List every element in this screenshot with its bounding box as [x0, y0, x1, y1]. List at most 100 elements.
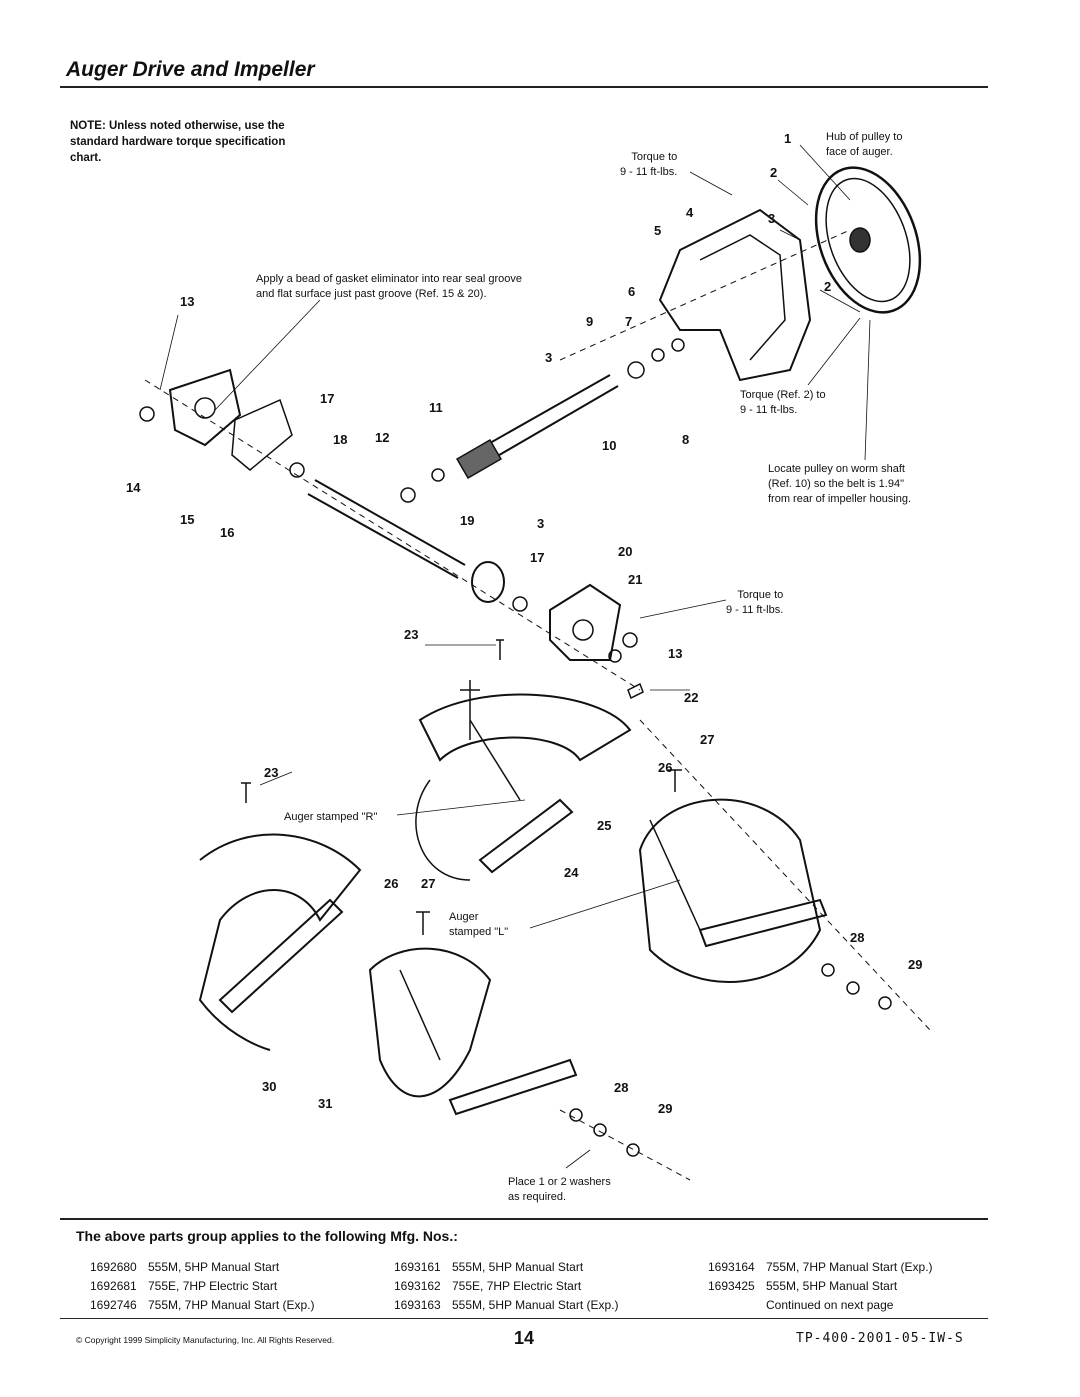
part-label: 3 [545, 350, 553, 365]
mfg-row: 1692681 755E, 7HP Electric Start [90, 1277, 315, 1296]
footer-rule [60, 1318, 988, 1319]
mfg-number: 1693163 [394, 1298, 441, 1312]
mfg-description: 555M, 5HP Manual Start [452, 1260, 584, 1274]
part-label: 29 [658, 1101, 673, 1116]
part-label: 23 [404, 627, 419, 642]
part-label: 29 [908, 957, 923, 972]
part-label: 6 [628, 284, 636, 299]
auger-left-saw [198, 833, 362, 1051]
page-number: 14 [514, 1328, 535, 1348]
mfg-number: 1692681 [90, 1279, 137, 1293]
document-id: TP-400-2001-05-IW-S [796, 1331, 964, 1346]
gasket-callout: Apply a bead of gasket eliminator into r… [256, 273, 522, 300]
mfg-description: 555M, 5HP Manual Start (Exp.) [452, 1298, 619, 1312]
torque-callout-top: Torque to 9 - 11 ft-lbs. [620, 151, 678, 178]
mfg-description: 755E, 7HP Electric Start [148, 1279, 278, 1293]
mfg-number: 1692680 [90, 1260, 137, 1274]
torque-callout-mid: Torque to 9 - 11 ft-lbs. [726, 589, 784, 616]
part-label: 30 [262, 1079, 277, 1094]
washers-callout: Place 1 or 2 washers as required. [508, 1176, 611, 1203]
auger-shaft [307, 479, 466, 579]
part-label: 28 [614, 1080, 629, 1095]
part-label: 2 [770, 165, 778, 180]
mfg-description: 755E, 7HP Electric Start [452, 1279, 582, 1293]
part-label: 19 [460, 513, 475, 528]
part-label: 24 [564, 865, 579, 880]
torque-ref2-callout: Torque (Ref. 2) to 9 - 11 ft-lbs. [740, 389, 826, 416]
auger-right-paddle [638, 798, 822, 984]
part-label: 3 [537, 516, 545, 531]
mfg-number: 1693425 [708, 1279, 755, 1293]
gear-case-right [549, 583, 622, 661]
locate-pulley-callout: Locate pulley on worm shaft (Ref. 10) so… [768, 463, 912, 505]
part-label: 25 [597, 818, 612, 833]
title-rule [60, 86, 988, 88]
mfg-row: 1693164 755M, 7HP Manual Start (Exp.) [708, 1258, 933, 1277]
auger-l-callout: Auger stamped "L" [449, 911, 509, 938]
part-label: 26 [384, 876, 399, 891]
part-label: 3 [768, 211, 776, 226]
part-label: 26 [658, 760, 673, 775]
mfg-column-2: 1693161 555M, 5HP Manual Start 1693162 755… [394, 1258, 619, 1315]
pulley [814, 166, 922, 314]
part-label: 10 [602, 438, 617, 453]
part-label: 8 [682, 432, 690, 447]
part-label: 11 [429, 400, 443, 415]
part-label: 2 [824, 279, 832, 294]
applies-heading: The above parts group applies to the fol… [76, 1228, 458, 1244]
part-label: 31 [318, 1096, 333, 1111]
part-label: 21 [628, 572, 643, 587]
part-label: 7 [625, 314, 633, 329]
impeller [658, 208, 812, 382]
mfg-row: 1692680 555M, 5HP Manual Start [90, 1258, 315, 1277]
part-label: 5 [654, 223, 662, 238]
part-label: 13 [668, 646, 683, 661]
mfg-column-3: 1693164 755M, 7HP Manual Start (Exp.) 169… [708, 1258, 933, 1315]
mfg-number: 1693164 [708, 1260, 755, 1274]
mfg-number: 1693161 [394, 1260, 441, 1274]
mfg-number [708, 1296, 766, 1315]
mfg-column-1: 1692680 555M, 5HP Manual Start 1692681 755… [90, 1258, 315, 1315]
mfg-row: 1693425 555M, 5HP Manual Start [708, 1277, 933, 1296]
part-label: 12 [375, 430, 390, 445]
mfg-row: Continued on next page [708, 1296, 933, 1315]
part-label: 22 [684, 690, 699, 705]
part-label: 14 [126, 480, 141, 495]
mfg-description: 755M, 7HP Manual Start (Exp.) [148, 1298, 315, 1312]
worm-gear [471, 561, 505, 603]
part-label: 15 [180, 512, 195, 527]
part-label: 28 [850, 930, 865, 945]
mfg-row: 1692746 755M, 7HP Manual Start (Exp.) [90, 1296, 315, 1315]
mfg-number: 1692746 [90, 1298, 137, 1312]
mfg-row: 1693162 755E, 7HP Electric Start [394, 1277, 619, 1296]
part-label: 27 [700, 732, 715, 747]
part-label: 13 [180, 294, 195, 309]
part-label: 1 [784, 131, 792, 146]
mfg-number: 1693162 [394, 1279, 441, 1293]
part-label: 16 [220, 525, 235, 540]
copyright-text: © Copyright 1999 Simplicity Manufacturin… [76, 1335, 335, 1345]
part-label: 23 [264, 765, 279, 780]
part-label: 17 [530, 550, 545, 565]
mfg-row: 1693163 555M, 5HP Manual Start (Exp.) [394, 1296, 619, 1315]
page-title: Auger Drive and Impeller [66, 58, 315, 81]
hub-callout: Hub of pulley to face of auger. [826, 131, 903, 158]
mfg-description: Continued on next page [766, 1298, 894, 1312]
gasket [231, 398, 293, 471]
part-label: 18 [333, 432, 348, 447]
mfg-description: 555M, 5HP Manual Start [766, 1279, 898, 1293]
auger-l [368, 947, 492, 1098]
gear-case-left [168, 368, 242, 447]
auger-right [418, 693, 632, 762]
auger-r-callout: Auger stamped "R" [284, 811, 378, 823]
mfg-description: 755M, 7HP Manual Start (Exp.) [766, 1260, 933, 1274]
part-label: 9 [586, 314, 594, 329]
part-label: 4 [686, 205, 694, 220]
mfg-description: 555M, 5HP Manual Start [148, 1260, 280, 1274]
part-label: 17 [320, 391, 335, 406]
part-label: 27 [421, 876, 436, 891]
mfg-row: 1693161 555M, 5HP Manual Start [394, 1258, 619, 1277]
section-rule [60, 1218, 988, 1220]
part-label: 20 [618, 544, 633, 559]
